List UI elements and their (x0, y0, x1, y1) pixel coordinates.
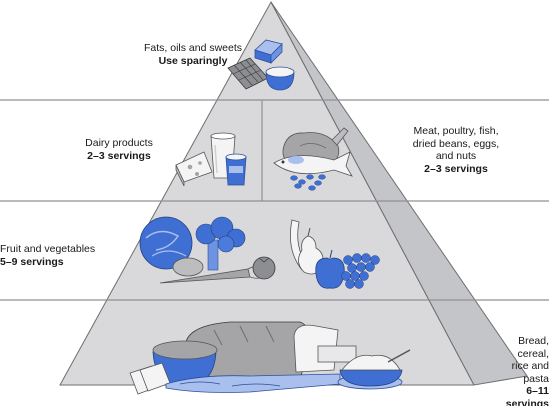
fats-tier-label: Fats, oils and sweets Use sparingly (118, 42, 268, 67)
cheese-icon (175, 151, 213, 187)
meat-tier-description-line-2: dried beans, eggs, (412, 137, 500, 150)
potato-icon (172, 257, 204, 277)
dairy-tier-label: Dairy products 2–3 servings (64, 137, 174, 162)
dairy-tier-description: Dairy products (85, 137, 153, 149)
dairy-tier-servings: 2–3 servings (87, 149, 151, 162)
cabbage-icon (139, 216, 193, 270)
meat-tier-label: Meat, poultry, fish, dried beans, eggs, … (386, 125, 526, 175)
bread-tier-description-line-2: rice and pasta (511, 360, 549, 385)
broccoli-icon (195, 216, 246, 271)
chocolate-bar-icon (227, 57, 269, 90)
grapes-icon (341, 253, 380, 289)
fruit-tier-label: Fruit and vegetables 5–9 servings (0, 243, 110, 268)
yogurt-cup-icon (225, 153, 247, 186)
pasta-icon (165, 373, 341, 393)
apple-icon (315, 249, 345, 289)
sugar-bowl-icon (265, 66, 295, 91)
fruit-tier-servings: 5–9 servings (0, 255, 64, 268)
fish-icon (273, 151, 353, 177)
tomato-icon (252, 256, 276, 280)
bread-tier-description-line-1: Bread, cereal, (517, 335, 549, 360)
meat-tier-description-line-1: Meat, poultry, fish, (413, 125, 499, 137)
bread-tier-label: Bread, cereal, rice and pasta 6–11 servi… (488, 335, 549, 406)
meat-tier-description-line-3: and nuts (435, 150, 477, 162)
fats-tier-servings: Use sparingly (158, 54, 228, 67)
tier-dividers (0, 99, 549, 301)
meat-tier-servings: 2–3 servings (424, 162, 488, 175)
bread-tier-servings: 6–11 servings (505, 385, 549, 406)
butter-icon (254, 39, 283, 64)
fruit-tier-description: Fruit and vegetables (0, 243, 96, 255)
beans-icon (290, 174, 326, 191)
bread-loaf-icon (184, 321, 357, 385)
rice-bowl-icon (337, 349, 411, 390)
pyramid-side-face (270, 1, 528, 386)
fats-tier-description: Fats, oils and sweets (143, 42, 243, 54)
